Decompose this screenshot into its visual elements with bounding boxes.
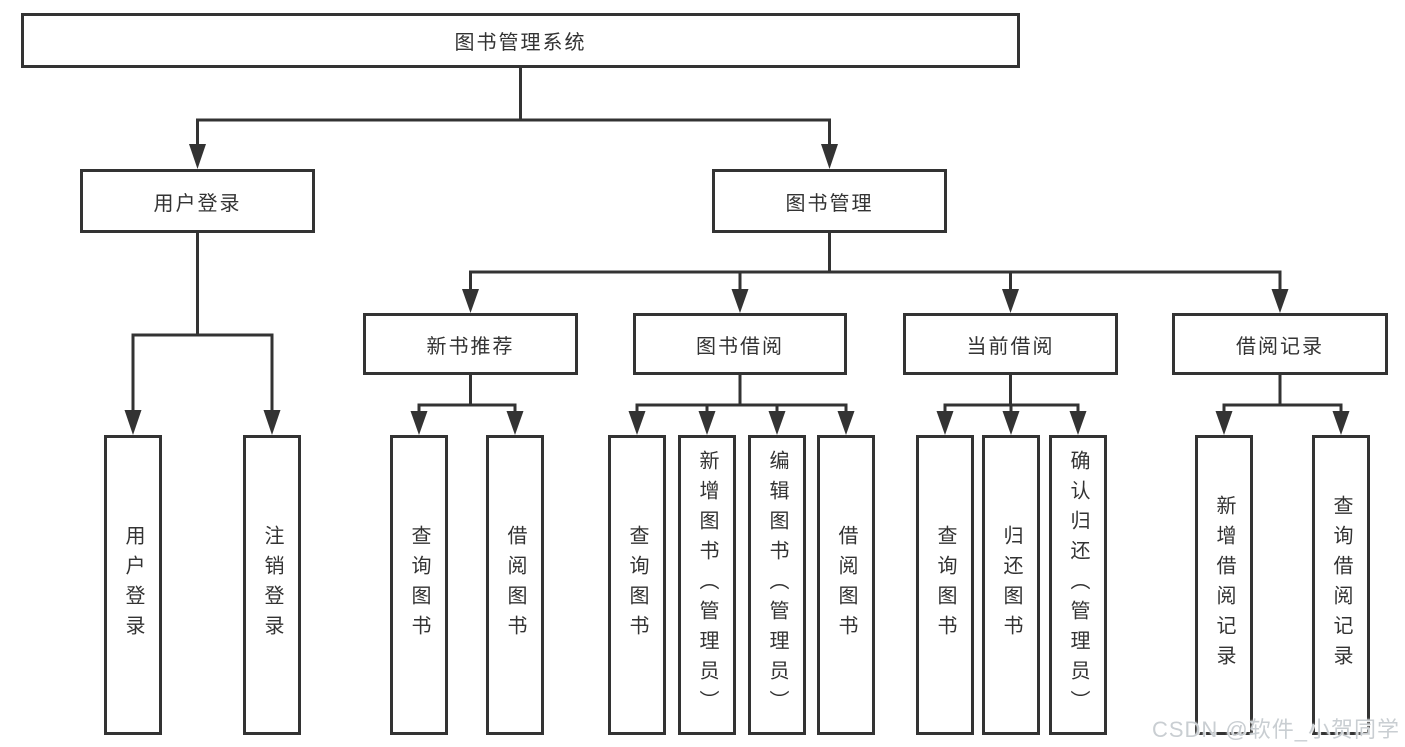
leaf-borrow-books: 借阅图书 (817, 435, 875, 735)
leaf-logout: 注销登录 (243, 435, 301, 735)
node-root: 图书管理系统 (21, 13, 1020, 68)
leaf-edit-books-admin-label: 编辑图书（管理员） (766, 450, 788, 720)
node-new-book-recommend-label: 新书推荐 (426, 335, 515, 358)
node-book-borrow: 图书借阅 (633, 313, 847, 375)
leaf-current-query-books: 查询图书 (916, 435, 974, 735)
leaf-borrow-query-books: 查询图书 (608, 435, 666, 735)
csdn-watermark: CSDN @软件_小贺同学 (1151, 717, 1400, 742)
leaf-add-books-admin: 新增图书（管理员） (678, 435, 736, 735)
leaf-add-borrow-record-label: 新增借阅记录 (1213, 495, 1235, 675)
node-current-borrow: 当前借阅 (903, 313, 1118, 375)
leaf-return-books-label: 归还图书 (1000, 525, 1022, 645)
node-user-login-label: 用户登录 (153, 192, 242, 215)
node-book-management-label: 图书管理 (785, 192, 874, 215)
node-borrow-records-label: 借阅记录 (1236, 335, 1324, 358)
leaf-user-login-label: 用户登录 (122, 525, 144, 645)
leaf-return-books: 归还图书 (982, 435, 1040, 735)
leaf-logout-label: 注销登录 (261, 525, 283, 645)
node-root-label: 图书管理系统 (454, 32, 587, 54)
leaf-edit-books-admin: 编辑图书（管理员） (748, 435, 806, 735)
leaf-user-login: 用户登录 (104, 435, 162, 735)
leaf-recommend-borrow-books: 借阅图书 (486, 435, 544, 735)
leaf-add-borrow-record: 新增借阅记录 (1195, 435, 1253, 735)
leaf-query-borrow-record: 查询借阅记录 (1312, 435, 1370, 735)
node-current-borrow-label: 当前借阅 (966, 335, 1055, 358)
node-new-book-recommend: 新书推荐 (363, 313, 578, 375)
leaf-add-books-admin-label: 新增图书（管理员） (696, 450, 718, 720)
node-borrow-records: 借阅记录 (1172, 313, 1388, 375)
leaf-borrow-query-books-label: 查询图书 (626, 525, 648, 645)
leaf-query-borrow-record-label: 查询借阅记录 (1330, 495, 1352, 675)
leaf-borrow-books-label: 借阅图书 (835, 525, 857, 645)
leaf-confirm-return-admin-label: 确认归还（管理员） (1067, 450, 1089, 720)
leaf-confirm-return-admin: 确认归还（管理员） (1049, 435, 1107, 735)
leaf-recommend-query-books: 查询图书 (390, 435, 448, 735)
leaf-current-query-books-label: 查询图书 (934, 525, 956, 645)
leaf-recommend-borrow-books-label: 借阅图书 (504, 525, 526, 645)
node-user-login: 用户登录 (80, 169, 315, 233)
node-book-borrow-label: 图书借阅 (696, 335, 784, 358)
node-book-management: 图书管理 (712, 169, 947, 233)
leaf-recommend-query-books-label: 查询图书 (408, 525, 430, 645)
